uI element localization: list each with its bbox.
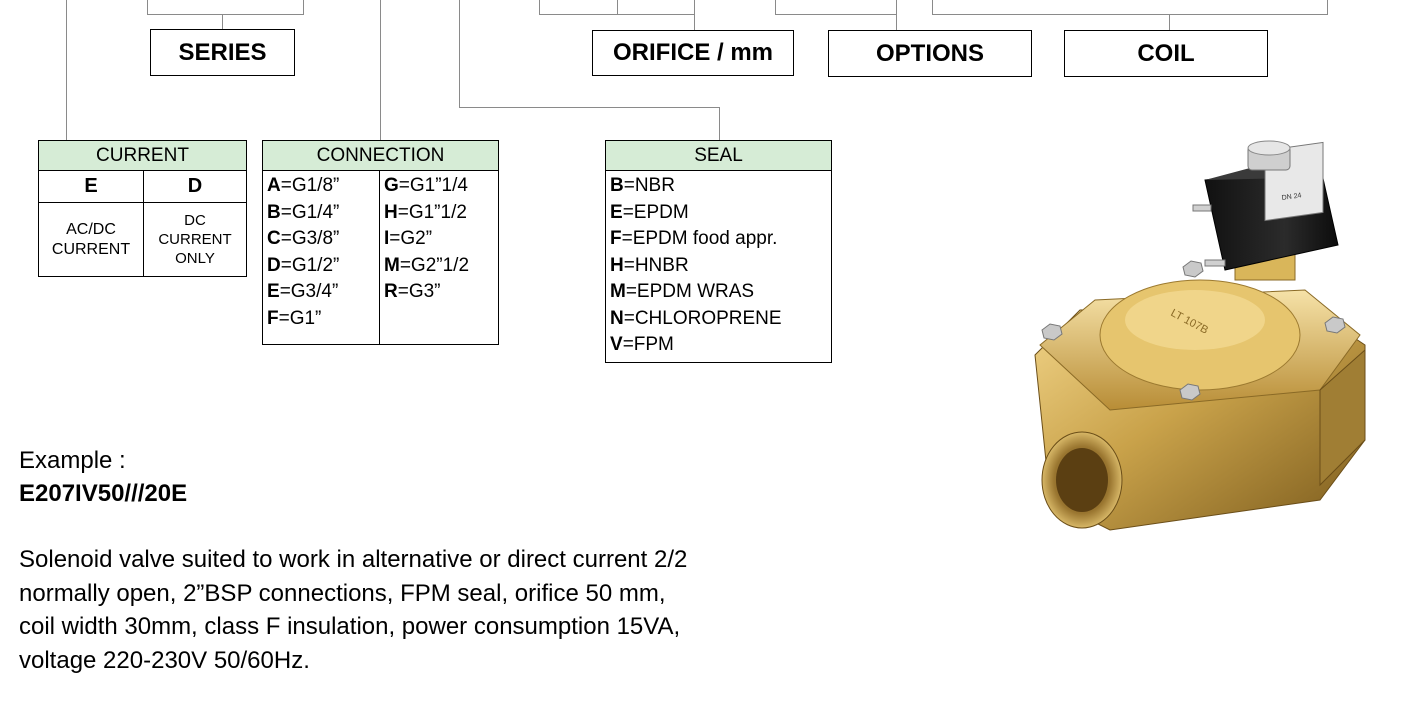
screw-icon [1041,260,1346,401]
orifice-box: ORIFICE / mm [592,30,794,76]
coil-mark: DN 24 [1281,192,1302,202]
coil-connector [1169,14,1170,30]
series-box: SERIES [150,29,295,76]
description-line: Solenoid valve suited to work in alterna… [19,546,688,573]
list-item: H=G1”1/2 [384,201,467,223]
connection-right-column: G=G1”1/4 H=G1”1/2 I=G2” M=G2”1/2 R=G3” [380,171,498,344]
current-table-title: CURRENT [39,141,246,171]
current-desc-e: AC/DC CURRENT [51,220,131,258]
list-item: C=G3/8” [267,228,340,249]
coil-bracket-right [1327,0,1328,14]
list-item: N=CHLOROPRENE [610,307,782,329]
list-item: M=EPDM WRAS [610,281,755,302]
orifice-bracket-right [694,0,695,30]
list-item: E=G3/4” [267,281,339,302]
solenoid-valve-image: LT 107B DN 24 [1034,140,1366,531]
list-item: M=G2”1/2 [384,254,470,276]
connection-left-column: A=G1/8” B=G1/4” C=G3/8” D=G1/2” E=G3/4” … [263,171,380,344]
series-bracket-bottom [147,14,304,15]
coil-box: COIL [1064,30,1268,77]
current-desc-d: DC CURRENT ONLY [158,212,232,267]
description-line: coil width 30mm, class F insulation, pow… [19,613,681,640]
current-code-e: E [39,171,144,202]
list-item: R=G3” [384,281,441,302]
current-table: CURRENT E D AC/DC CURRENT DC CURRENT ONL… [38,140,247,277]
list-item: A=G1/8” [267,175,340,196]
list-item: F=EPDM food appr. [610,228,778,249]
example-label: Example : [19,447,126,474]
list-item: H=HNBR [610,254,689,276]
list-item: G=G1”1/4 [384,175,468,196]
seal-table-title: SEAL [606,141,831,171]
list-item: F=G1” [267,307,322,329]
orifice-bracket-bottom [539,14,695,15]
example-block: Example : E207IV50///20E [19,444,187,510]
description-line: voltage 220-230V 50/60Hz. [19,646,310,674]
series-connector [222,14,223,29]
list-item: D=G1/2” [267,254,340,276]
connection-table-title: CONNECTION [263,141,498,171]
list-item: B=NBR [610,175,675,196]
seal-connector-vert [459,0,460,107]
description-line: normally open, 2”BSP connections, FPM se… [19,579,666,607]
example-description: Solenoid valve suited to work in alterna… [19,543,687,677]
example-code: E207IV50///20E [19,480,188,507]
orifice-bracket-left [539,0,540,14]
list-item: B=G1/4” [267,201,340,223]
coil-bracket-left [932,0,933,14]
seal-table: SEAL B=NBR E=EPDM F=EPDM food appr. H=HN… [605,140,832,363]
list-item: V=FPM [610,334,674,355]
options-bracket-bottom [775,14,897,15]
seal-connector-horiz [459,107,720,108]
series-bracket-right [303,0,304,14]
terminal-pin [1192,204,1212,212]
connection-table: CONNECTION A=G1/8” B=G1/4” C=G3/8” D=G1/… [262,140,499,345]
orifice-bracket-mid [617,0,618,14]
connection-connector [380,0,381,140]
series-bracket-left [147,0,148,14]
options-box: OPTIONS [828,30,1032,77]
coil-bracket-bottom [932,14,1328,15]
list-item: I=G2” [384,228,433,249]
options-bracket-right [896,0,897,30]
seal-connector-drop [719,107,720,140]
list-item: E=EPDM [610,201,689,223]
options-bracket-left [775,0,776,14]
current-code-d: D [187,175,203,197]
current-connector [66,0,67,140]
